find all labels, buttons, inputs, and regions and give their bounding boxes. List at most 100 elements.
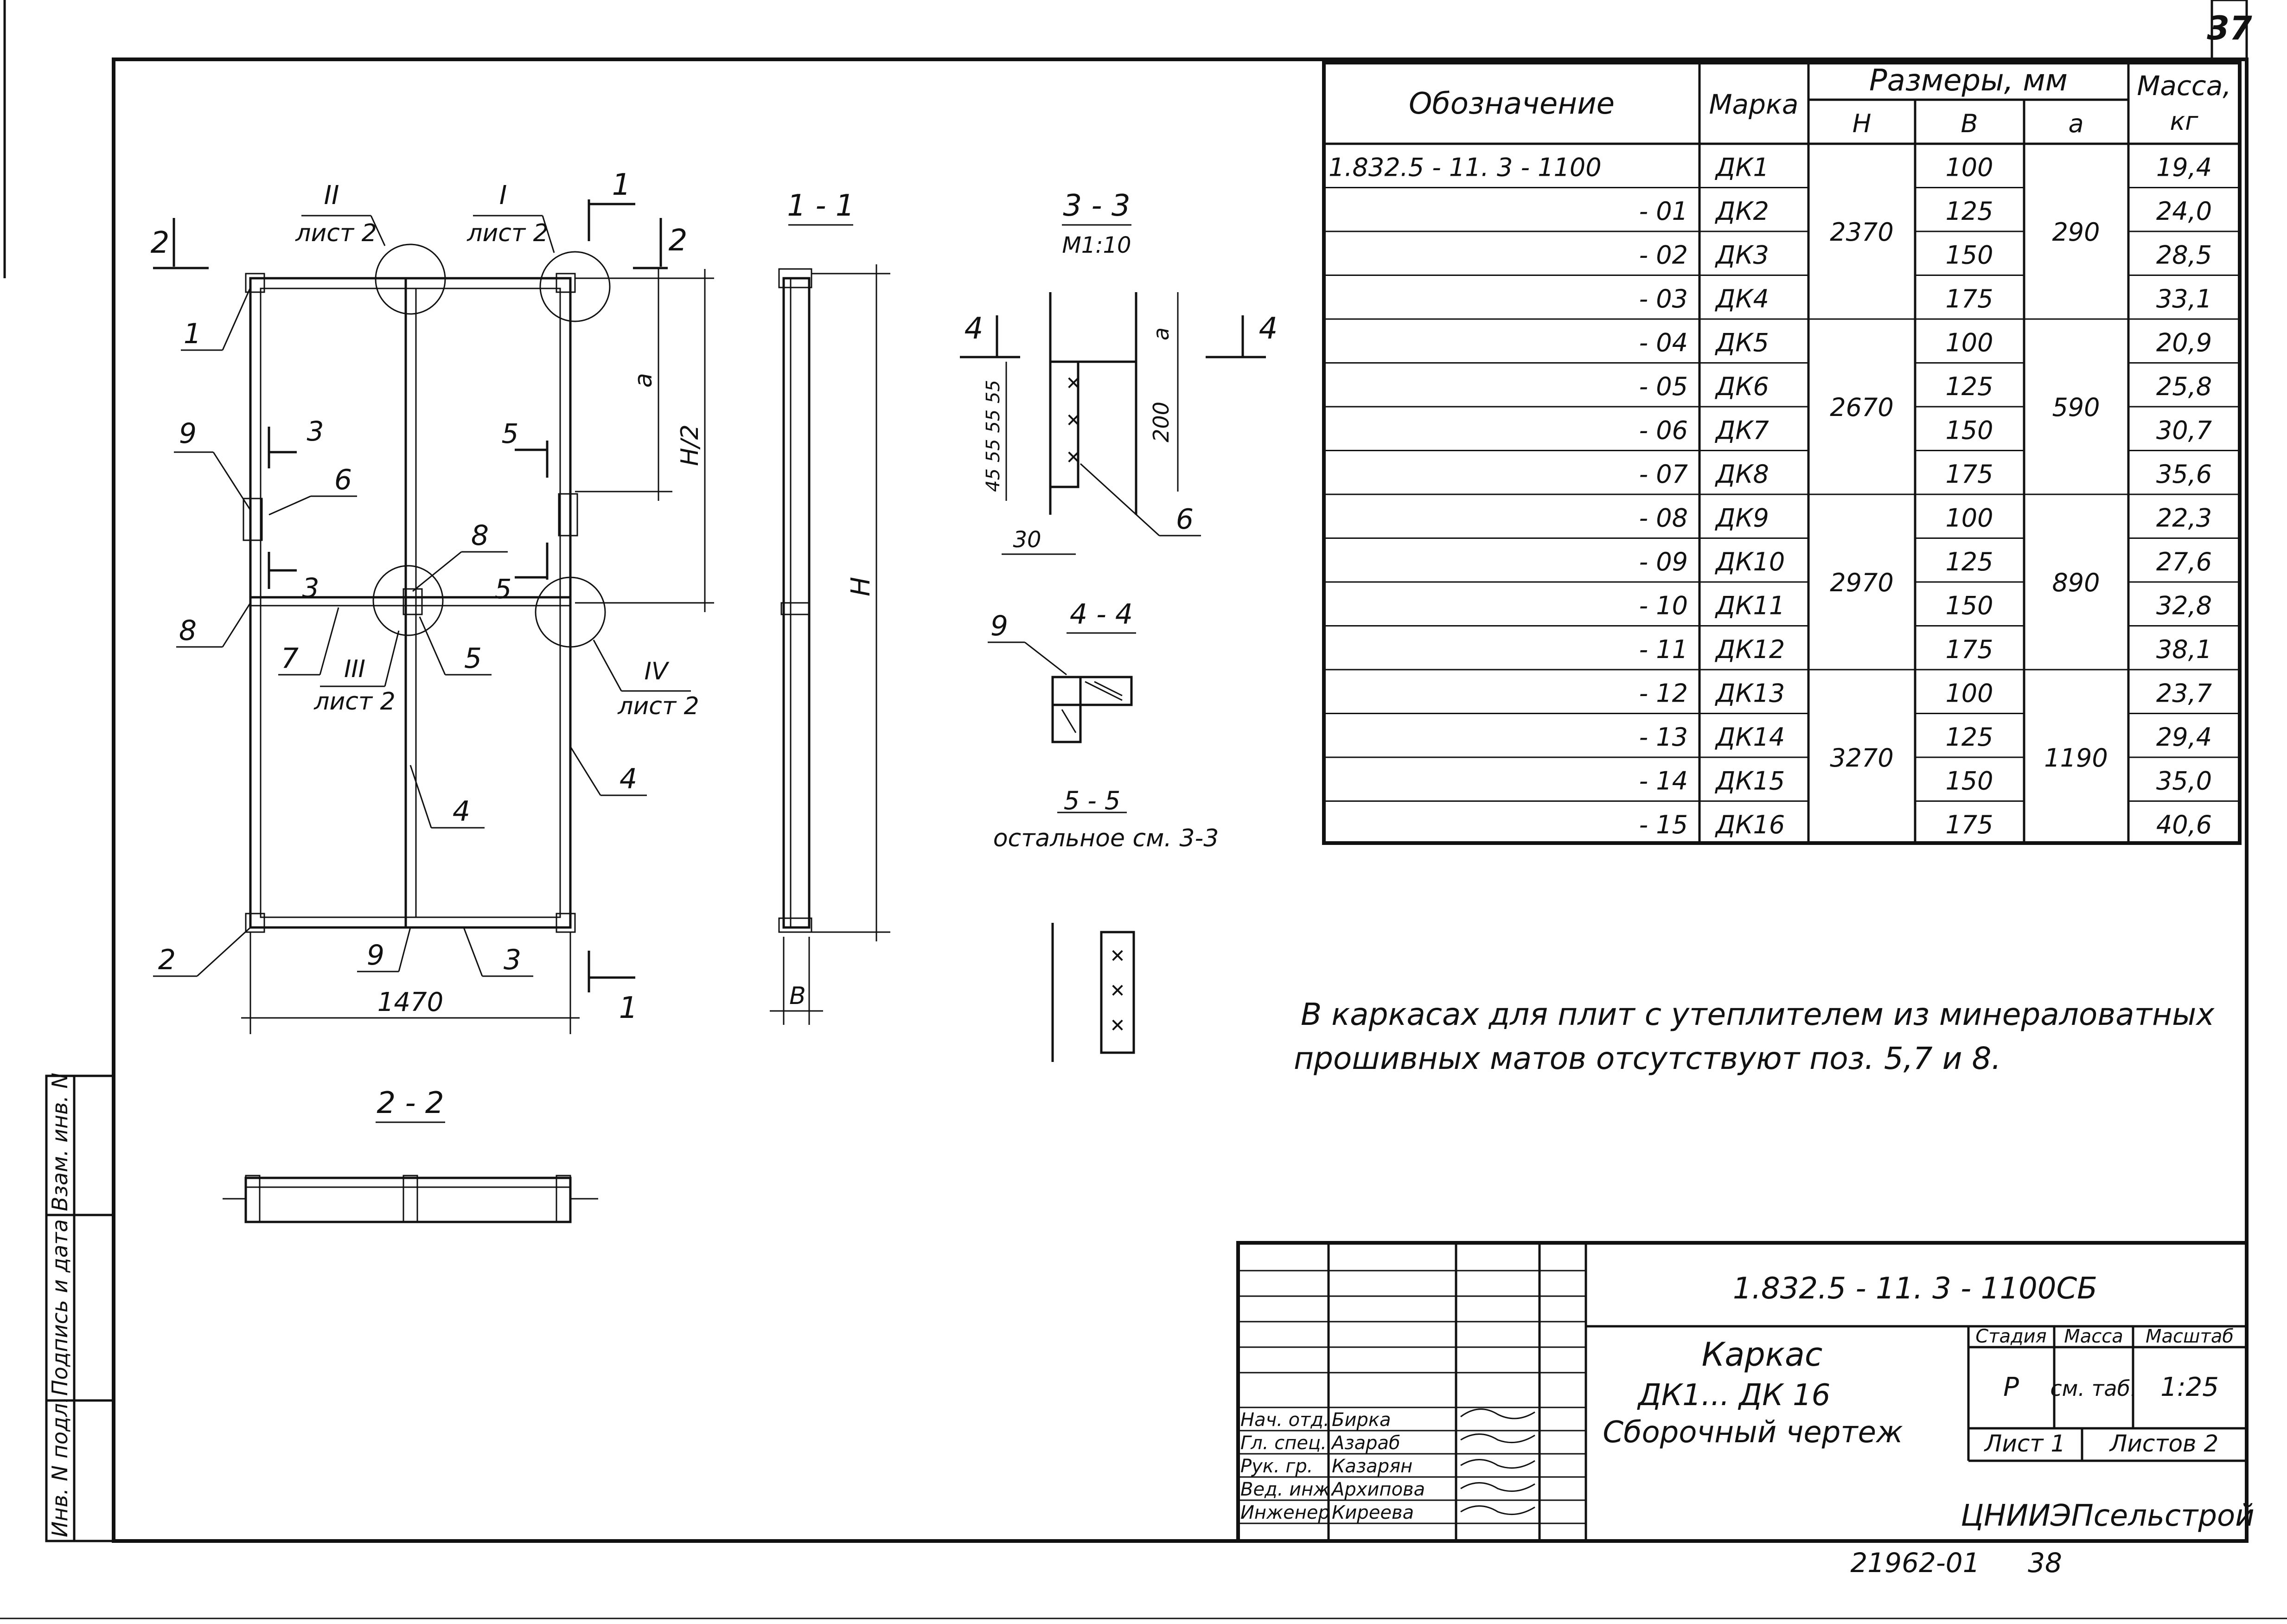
- spec-mark: ДК1: [1715, 153, 1769, 182]
- spec-mark: ДК11: [1715, 591, 1785, 620]
- spec-mark: ДК10: [1715, 547, 1785, 576]
- pos-9-bottom: 9: [367, 939, 384, 972]
- section-3-3-scale: М1:10: [1062, 232, 1131, 258]
- pos-8-left: 8: [179, 614, 197, 647]
- dim-200: 200: [1149, 402, 1174, 442]
- spec-b: 175: [1945, 460, 1993, 489]
- pos-7: 7: [281, 642, 299, 675]
- spec-mark: ДК4: [1715, 284, 1769, 313]
- spec-b: 125: [1945, 722, 1993, 752]
- section-4-4: 4 - 4 9: [988, 598, 1136, 743]
- dim-45-55: 45 55 55 55: [983, 380, 1004, 492]
- side-stamp: Инв. N подл. Подпись и дата Взам. инв. N: [45, 1073, 115, 1542]
- dim-h2: H/2: [676, 424, 704, 466]
- spec-a: 590: [2052, 393, 2100, 422]
- section-2-2: 2 - 2: [223, 1086, 598, 1223]
- pos-2: 2: [158, 944, 176, 976]
- spec-a: 890: [2052, 568, 2100, 597]
- cut-5-top: 5: [502, 418, 519, 449]
- spec-designation: - 13: [1639, 722, 1688, 752]
- section-2-2-title: 2 - 2: [377, 1086, 444, 1120]
- spec-mark: ДК3: [1715, 241, 1769, 270]
- spec-h: 2670: [1830, 393, 1893, 422]
- spec-mark: ДК8: [1715, 460, 1769, 489]
- section-3-3-title: 3 - 3: [1063, 189, 1130, 223]
- tb-name: Киреева: [1332, 1502, 1414, 1523]
- spec-mark: ДК16: [1715, 810, 1785, 839]
- tb-name: Бирка: [1332, 1409, 1391, 1431]
- spec-designation: 1.832.5 - 11. 3 - 1100: [1329, 153, 1602, 182]
- pos-4-mid: 4: [453, 795, 470, 828]
- spec-b: 125: [1945, 372, 1993, 401]
- spec-b: 100: [1945, 504, 1993, 533]
- spec-designation: - 10: [1639, 591, 1688, 620]
- spec-mass: 30,7: [2156, 416, 2212, 445]
- spec-mark: ДК6: [1715, 372, 1769, 401]
- pos-4-right: 4: [620, 763, 637, 795]
- note: В каркасах для плит с утеплителем из мин…: [1294, 997, 2215, 1076]
- side-inv-no: Инв. N подл.: [47, 1396, 72, 1537]
- view-ii-sheet: лист 2: [295, 219, 377, 247]
- tb-name: Архипова: [1330, 1479, 1425, 1500]
- spec-designation: - 01: [1639, 197, 1688, 226]
- spec-mass: 24,0: [2156, 197, 2212, 226]
- spec-mass: 28,5: [2156, 241, 2212, 270]
- tb-role: Рук. гр.: [1240, 1456, 1313, 1477]
- spec-mark: ДК12: [1715, 635, 1785, 664]
- spec-mark: ДК14: [1715, 722, 1785, 752]
- cut-2-left: 2: [151, 226, 170, 260]
- spec-b: 150: [1945, 416, 1993, 445]
- tb-mass-label: Масса: [2064, 1326, 2123, 1347]
- spec-mark: ДК13: [1715, 679, 1785, 708]
- spec-b: 125: [1945, 197, 1993, 226]
- view-ii: II: [324, 180, 339, 211]
- hdr-mass: Масса,: [2137, 70, 2231, 102]
- signatures: [1460, 1408, 1535, 1515]
- spec-mass: 25,8: [2156, 372, 2212, 401]
- spec-designation: - 06: [1639, 416, 1688, 445]
- svg-text:✕: ✕: [1066, 447, 1081, 468]
- spec-b: 100: [1945, 679, 1993, 708]
- section-5-5-title: 5 - 5: [1064, 786, 1121, 815]
- spec-mark: ДК15: [1715, 767, 1785, 796]
- tb-title-1: Каркас: [1702, 1336, 1823, 1374]
- cut-1-bottom: 1: [619, 991, 638, 1025]
- tb-stage-label: Стадия: [1975, 1326, 2046, 1347]
- view-i-sheet: лист 2: [466, 219, 549, 247]
- pos-1: 1: [184, 318, 201, 350]
- spec-mass: 40,6: [2156, 810, 2212, 839]
- hdr-h: H: [1853, 109, 1872, 138]
- spec-designation: - 07: [1639, 460, 1688, 489]
- spec-designation: - 03: [1639, 284, 1688, 313]
- view-iii-sheet: лист 2: [313, 688, 396, 716]
- tb-role: Вед. инж.: [1240, 1479, 1336, 1500]
- pos-9-44: 9: [990, 610, 1008, 642]
- hdr-mark: Марка: [1709, 89, 1799, 120]
- spec-mass: 29,4: [2156, 722, 2212, 752]
- cut-4-right: 4: [1259, 312, 1278, 346]
- spec-mass: 22,3: [2156, 504, 2212, 533]
- spec-a: 290: [2052, 217, 2100, 247]
- spec-mass: 32,8: [2156, 591, 2212, 620]
- spec-mass: 33,1: [2156, 284, 2212, 313]
- pos-6: 6: [334, 464, 352, 496]
- pos-8-mid: 8: [471, 519, 489, 552]
- dim-a: a: [630, 373, 658, 388]
- tb-role: Гл. спец.: [1240, 1432, 1327, 1454]
- spec-mass: 35,6: [2156, 460, 2212, 489]
- svg-text:✕: ✕: [1066, 410, 1081, 431]
- svg-text:✕: ✕: [1110, 980, 1125, 1002]
- spec-b: 175: [1945, 635, 1993, 664]
- tb-title-3: Сборочный чертеж: [1603, 1415, 1903, 1450]
- tb-role: Нач. отд.: [1240, 1409, 1329, 1431]
- section-3-3: 3 - 3 М1:10 ✕ ✕ ✕ 4 4 a 200 45 55 55 55 …: [960, 189, 1278, 555]
- view-iv-sheet: лист 2: [617, 692, 699, 720]
- tb-scale-label: Масштаб: [2146, 1326, 2234, 1347]
- dim-h: H: [846, 577, 876, 596]
- spec-mark: ДК9: [1715, 504, 1769, 533]
- pos-6-33: 6: [1176, 503, 1194, 536]
- note-line-1: В каркасах для плит с утеплителем из мин…: [1301, 997, 2215, 1032]
- spec-mass: 19,4: [2156, 153, 2212, 182]
- cut-3-bottom: 3: [302, 572, 319, 604]
- spec-mass: 35,0: [2156, 767, 2212, 796]
